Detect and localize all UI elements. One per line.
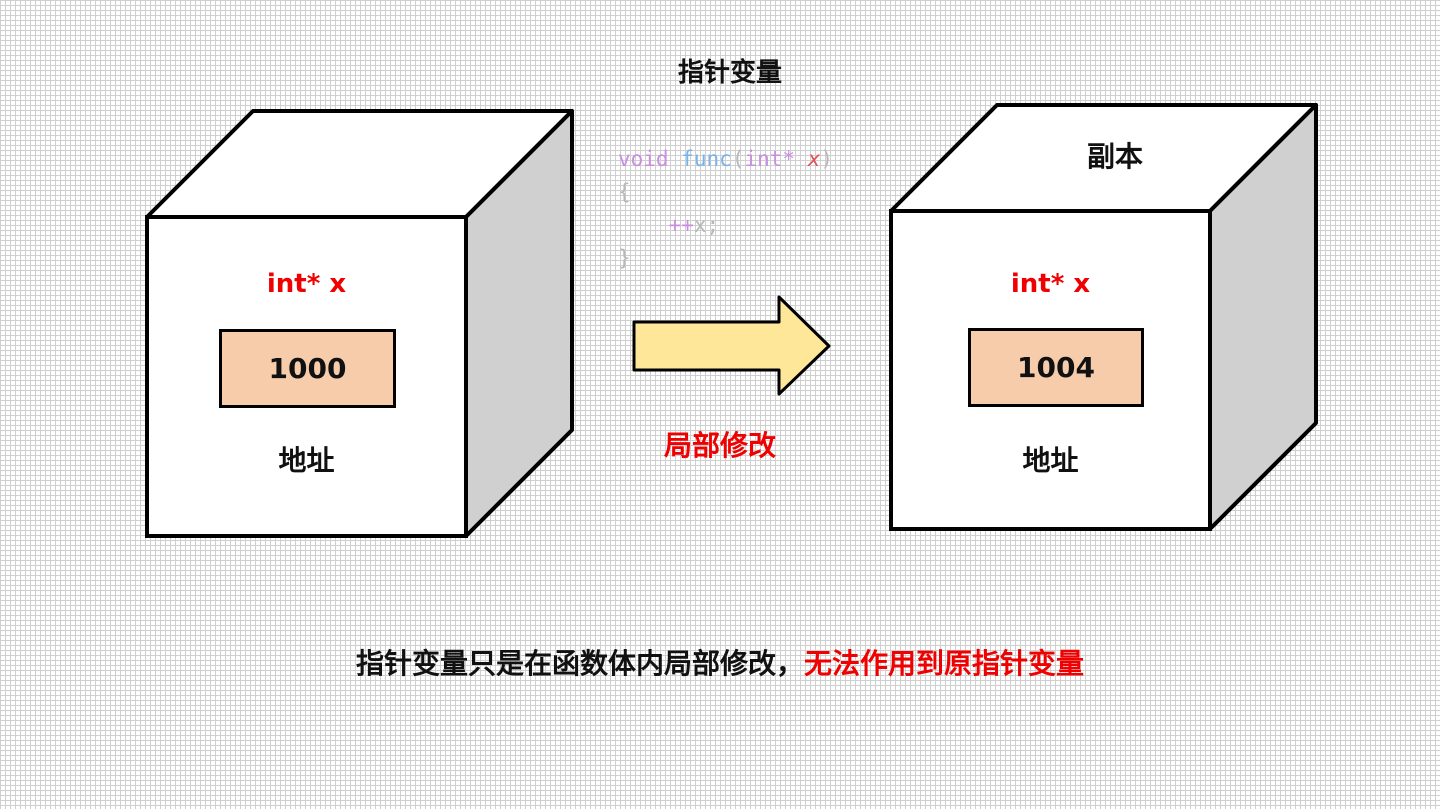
caption: 指针变量只是在函数体内局部修改，无法作用到原指针变量 [0,642,1440,682]
code-line-4: } [618,246,631,270]
left-cube [145,109,574,538]
right-copy-label: 副本 [1086,140,1143,173]
code-keyword: void [618,147,669,171]
right-value-box: 1004 [968,328,1144,407]
right-type-label: int* x [1010,269,1091,299]
code-var: x [693,213,707,237]
code-increment-op: ++ [668,213,694,237]
code-paren-close: ) [820,147,834,171]
code-line-2: { [618,180,631,204]
code-param-type: int* [744,147,796,171]
left-value-box: 1000 [219,329,396,408]
code-line-3: ++x; [618,209,888,242]
right-arrow [632,295,831,396]
left-type-label: int* x [266,269,347,299]
code-paren-open: ( [731,147,745,171]
right-bottom-label: 地址 [1022,444,1079,477]
code-semicolon: ; [706,213,720,237]
code-line-1: void func(int* x) [618,143,888,176]
diagram-title: 指针变量 [677,58,782,88]
arrow-label: 局部修改 [663,429,776,462]
caption-black-text: 指针变量只是在函数体内局部修改， [355,647,804,680]
left-bottom-label: 地址 [278,444,335,477]
caption-red-text: 无法作用到原指针变量 [804,647,1085,680]
code-param-name: x [807,147,821,171]
code-function-name: func [681,147,732,171]
code-snippet: void func(int* x){ ++x;} [618,143,888,275]
